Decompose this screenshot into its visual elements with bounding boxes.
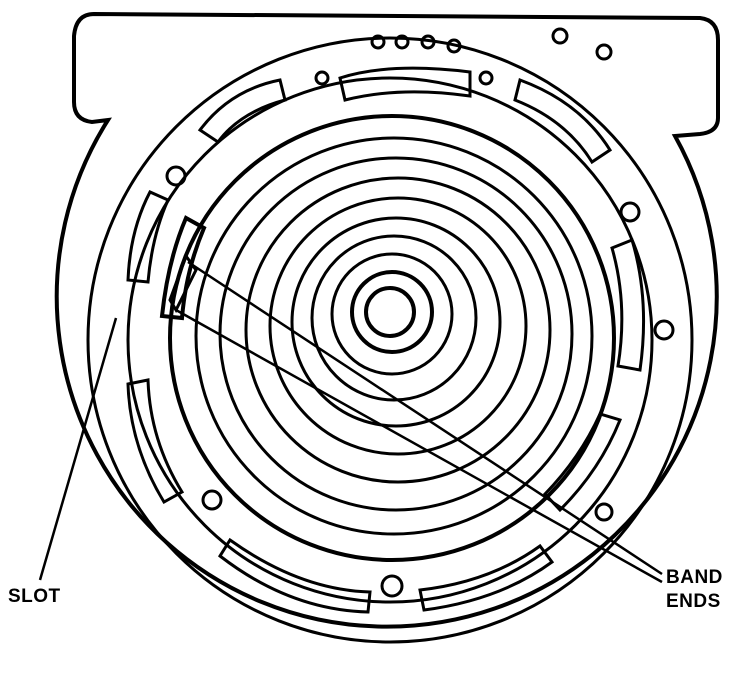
band-end-leader-line <box>175 308 663 584</box>
band-end-leader-line <box>187 260 663 576</box>
slot-leader-line <box>38 317 118 581</box>
band-coil <box>194 136 594 536</box>
bolt-hole <box>653 319 675 341</box>
housing-slot-left-upper <box>126 190 170 284</box>
bolt-hole <box>478 70 494 86</box>
bolt-hole <box>370 34 386 50</box>
hub-inner <box>364 286 416 338</box>
bolt-hole <box>551 27 569 45</box>
band-coil <box>268 196 528 456</box>
housing-outline <box>54 11 720 629</box>
slot-label: SLOT <box>8 586 61 607</box>
bolt-hole <box>595 43 613 61</box>
drum-outer <box>168 114 616 562</box>
housing-slot-left-top <box>197 78 287 145</box>
band-coil <box>290 216 502 428</box>
housing-slot-right <box>610 237 646 372</box>
bolt-hole <box>165 165 187 187</box>
bolt-hole <box>446 38 462 54</box>
bolt-hole <box>420 34 436 50</box>
anchor-slot <box>159 215 207 321</box>
outer-ring <box>86 36 694 644</box>
bolt-hole <box>201 489 223 511</box>
housing-slot-right-top <box>513 78 613 165</box>
housing-slot-right-bottom <box>542 412 623 513</box>
bolt-hole <box>394 34 410 50</box>
band-coil <box>310 234 478 402</box>
housing-slot-bottom-right <box>418 543 555 612</box>
band-ends-label-line1: BAND <box>666 567 723 588</box>
housing-slot-left <box>126 378 185 505</box>
bolt-hole <box>380 574 404 598</box>
band-coil <box>330 252 454 376</box>
housing-slot-bottom <box>218 537 372 614</box>
inner-ring <box>126 76 654 604</box>
bolt-hole <box>594 502 614 522</box>
hub-outer <box>350 270 434 354</box>
band-coil <box>244 176 552 484</box>
band-ends-label-line2: ENDS <box>666 591 721 612</box>
bolt-hole <box>619 201 641 223</box>
housing-slot-top <box>338 66 472 102</box>
bolt-hole <box>314 70 330 86</box>
